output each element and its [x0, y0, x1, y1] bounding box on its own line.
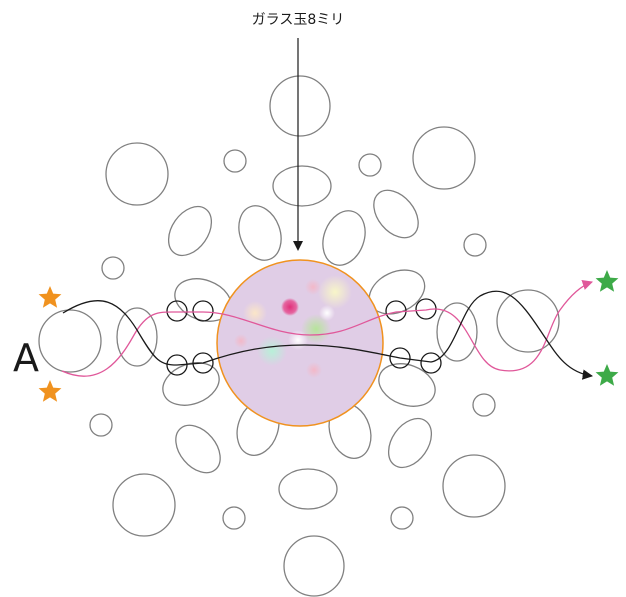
oval-bead	[273, 166, 331, 206]
bead-large-bottom-right	[443, 455, 505, 517]
oval-bead	[160, 199, 220, 264]
oval-bead	[365, 182, 427, 247]
bead-large-bottom-left	[113, 474, 175, 536]
oval-bead	[316, 205, 373, 271]
bead-small	[473, 394, 495, 416]
bead-large-bottom	[284, 536, 344, 596]
bead-large-left	[39, 310, 101, 372]
bead-large-top	[270, 76, 330, 136]
bead-small	[359, 154, 381, 176]
orange-star-icon	[39, 380, 62, 402]
glass-bead-8mm	[217, 260, 383, 426]
bead-large-top-left	[106, 143, 168, 205]
oval-bead	[279, 469, 337, 509]
oval-bead	[167, 417, 229, 482]
oval-bead	[117, 308, 157, 366]
green-star-icon	[596, 364, 619, 386]
bead-small	[464, 234, 486, 256]
bead-small	[391, 507, 413, 529]
arrow-down-icon	[293, 38, 303, 251]
bead-small	[102, 257, 124, 279]
bead-small	[90, 414, 112, 436]
orange-star-icon	[39, 286, 62, 308]
glass-bead-label: ガラス玉8ミリ	[252, 12, 345, 28]
seed-bead	[421, 353, 441, 373]
bead-large-right	[497, 290, 559, 352]
oval-bead	[380, 411, 440, 476]
bead-small	[224, 150, 246, 172]
green-star-icon	[596, 270, 619, 292]
start-point-label: A	[13, 336, 39, 380]
bead-large-top-right	[413, 127, 475, 189]
oval-bead	[232, 200, 289, 266]
bead-small	[223, 507, 245, 529]
